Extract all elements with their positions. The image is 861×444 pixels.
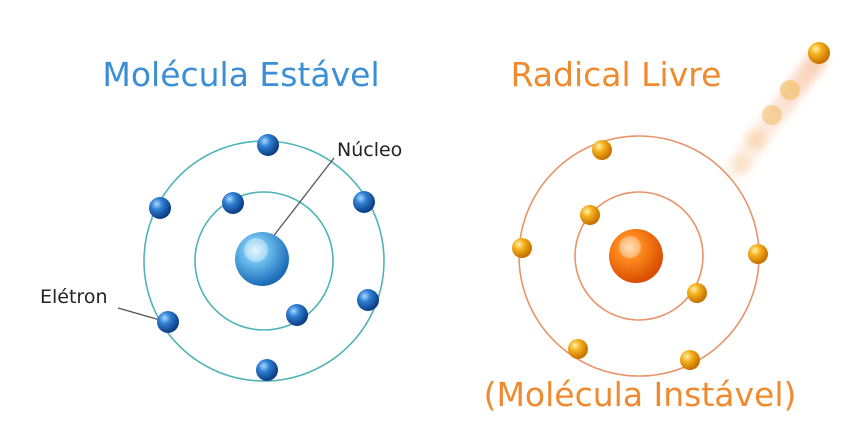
radical-inner-orbit bbox=[574, 191, 704, 321]
radical-electron-icon bbox=[592, 140, 612, 160]
radical-electron-icon bbox=[680, 350, 700, 370]
stable-electron-icon bbox=[357, 289, 379, 311]
trail-ghost bbox=[762, 105, 782, 125]
trail-ghost bbox=[732, 154, 752, 174]
stable-electron-icon bbox=[222, 192, 244, 214]
radical-nucleus-icon bbox=[609, 229, 663, 283]
radical-electron-icon bbox=[748, 244, 768, 264]
stable-electron-icon bbox=[149, 197, 171, 219]
trail-ghost bbox=[746, 130, 766, 150]
stable-electron-icon bbox=[256, 359, 278, 381]
escaping-electron-icon bbox=[808, 42, 830, 64]
stable-electron-icon bbox=[157, 311, 179, 333]
radical-electron-icon bbox=[580, 205, 600, 225]
nucleus-highlight bbox=[244, 238, 268, 262]
radical-molecule bbox=[512, 42, 830, 377]
stable-electron-icon bbox=[353, 191, 375, 213]
radical-electron-icon bbox=[687, 283, 707, 303]
nucleus-pointer-line bbox=[271, 157, 335, 239]
stable-nucleus-icon bbox=[235, 232, 289, 286]
radical-electron-icon bbox=[512, 238, 532, 258]
stable-title: Molécula Estável bbox=[102, 55, 379, 94]
trail-ghost bbox=[780, 80, 800, 100]
nucleus-highlight bbox=[619, 236, 641, 258]
electron-pointer-line bbox=[117, 307, 161, 321]
nucleus-label: Núcleo bbox=[337, 139, 402, 161]
stable-inner-orbit bbox=[194, 191, 334, 331]
stable-electron-icon bbox=[286, 304, 308, 326]
radical-electron-icon bbox=[568, 339, 588, 359]
stable-electron-icon bbox=[257, 134, 279, 156]
electron-label: Elétron bbox=[40, 286, 107, 308]
radical-subtitle: (Molécula Instável) bbox=[484, 375, 797, 414]
radical-title: Radical Livre bbox=[511, 55, 722, 94]
stable-molecule: Núcleo Elétron bbox=[40, 134, 402, 382]
